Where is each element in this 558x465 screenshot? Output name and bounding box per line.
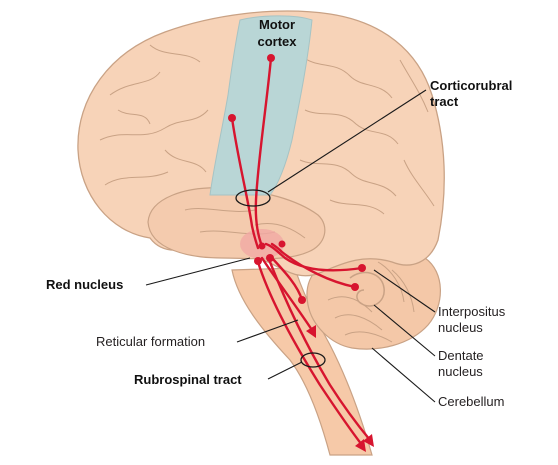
red-nucleus-dot-1 — [254, 257, 262, 265]
neuron-dots — [228, 54, 366, 304]
interpositus-label-line2: nucleus — [438, 320, 483, 335]
red-nucleus-dot-2 — [266, 254, 274, 262]
motor-cortex-dot-1 — [267, 54, 275, 62]
red-nucleus-dot-4 — [278, 240, 286, 248]
corticorubral-label-line1: Corticorubral — [430, 78, 512, 93]
corticorubral-leader — [267, 89, 427, 193]
interpositus-label-line1: Interpositus — [438, 304, 506, 319]
corticorubral-label-line2: tract — [430, 94, 459, 109]
rubrospinal-leader — [267, 361, 303, 380]
arrowheads — [306, 325, 374, 452]
cerebellar-efferent-1 — [264, 242, 364, 272]
arrowhead-rubrospinal-1 — [355, 439, 366, 452]
red-nucleus-leader — [145, 257, 251, 286]
tracts — [230, 56, 372, 447]
rubrospinal-tract-2 — [268, 260, 372, 442]
dentate-leader — [373, 304, 436, 357]
red-nucleus-label: Red nucleus — [46, 277, 123, 292]
motor-cortex — [209, 15, 313, 196]
reticulospinal-descending — [260, 256, 314, 332]
red-nucleus-dot-3 — [258, 242, 266, 250]
arrowhead-rubrospinal-2 — [363, 434, 374, 447]
corticorubral-tract-2 — [230, 116, 260, 250]
arrowhead-reticular — [306, 325, 316, 338]
motor-cortex-dot-2 — [228, 114, 236, 122]
leader-lines — [145, 89, 436, 403]
dentate-label-line1: Dentate — [438, 348, 484, 363]
dentate-label-line2: nucleus — [438, 364, 483, 379]
gyri — [99, 44, 435, 239]
cerebellum-label: Cerebellum — [438, 394, 504, 409]
interpositus-leader — [373, 269, 436, 313]
cerebellar-efferent-2 — [270, 242, 357, 289]
motor-cortex-label-line1: Motor — [259, 17, 295, 32]
cerebellum-leader — [371, 347, 436, 403]
corticorubral-marker-ellipse — [235, 189, 271, 207]
dentate-dot — [351, 283, 359, 291]
dentate-nucleus-shape — [349, 271, 385, 307]
rubrospinal-tract-1 — [256, 260, 364, 447]
cerebellum — [306, 247, 441, 350]
interpositus-dot — [358, 264, 366, 272]
rubrospinal-tract-label: Rubrospinal tract — [134, 372, 242, 387]
motor-cortex-label-line2: cortex — [257, 34, 297, 49]
reticular-dot — [298, 296, 306, 304]
reticular-leader — [236, 319, 299, 343]
reticular-formation-label: Reticular formation — [96, 334, 205, 349]
rubrospinal-marker-ellipse — [300, 352, 326, 368]
